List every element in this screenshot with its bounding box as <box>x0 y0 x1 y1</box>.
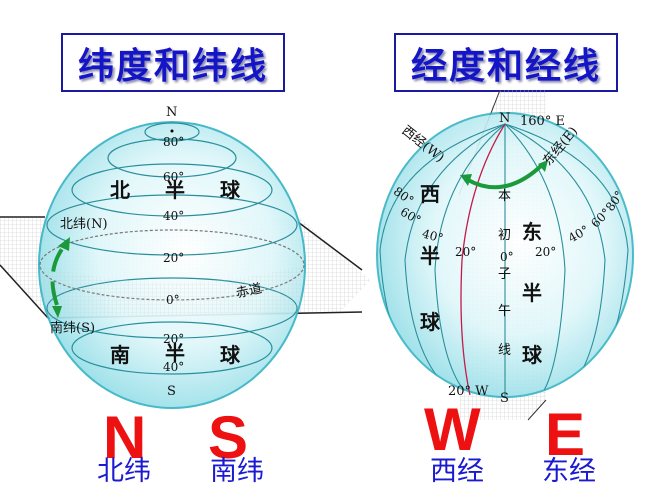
prime-degree-label: 0° <box>500 250 514 264</box>
southern-hemisphere-char-2: 半 <box>165 341 185 365</box>
lat-40-label: 40° <box>163 209 185 223</box>
legend-letter-w: W <box>424 396 481 463</box>
eastern-hemisphere-char-3: 球 <box>522 343 542 367</box>
legend-letter-n: N <box>103 404 147 471</box>
legend-letter-s: S <box>208 404 249 471</box>
prime-meridian-char-1: 本 <box>498 189 512 204</box>
lat-20s-label: 20° <box>163 332 185 346</box>
legend-letter-e: E <box>545 401 586 468</box>
lon-20e-label: 20° <box>535 245 557 259</box>
prime-meridian-char-3: 子 <box>498 267 512 282</box>
legend-label-north-latitude: 北纬 <box>97 456 151 487</box>
lat-80-label: 80° <box>163 135 185 149</box>
latitude-title: 纬度和纬线 <box>61 33 285 92</box>
legend-label-south-latitude: 南纬 <box>210 456 264 487</box>
meridian-160e-label: 160° E <box>520 114 565 129</box>
legend-label-east-longitude: 东经 <box>542 456 596 487</box>
southern-hemisphere-char-3: 球 <box>220 343 240 367</box>
eastern-hemisphere-char-1: 东 <box>522 220 542 244</box>
south-latitude-label: 南纬(S) <box>50 321 96 336</box>
prime-meridian-char-2: 初 <box>498 228 512 243</box>
northern-hemisphere-char-3: 球 <box>220 178 240 202</box>
meridian-20w-label: 20° W <box>448 384 489 399</box>
equator-degree-label: 0° <box>166 293 180 307</box>
prime-meridian-char-5: 线 <box>498 343 512 358</box>
north-pole-label: N <box>166 105 178 120</box>
eastern-hemisphere-char-2: 半 <box>522 281 542 305</box>
south-pole-label: S <box>167 384 176 399</box>
north-latitude-label: 北纬(N) <box>60 217 108 232</box>
western-hemisphere-char-2: 半 <box>420 244 440 268</box>
northern-hemisphere-char-2: 半 <box>165 178 185 202</box>
western-hemisphere-char-1: 西 <box>420 182 440 206</box>
lon-20w-label: 20° <box>455 245 477 259</box>
prime-meridian-char-4: 午 <box>498 304 512 319</box>
northern-hemisphere-char-1: 北 <box>110 178 130 202</box>
southern-hemisphere-char-1: 南 <box>110 343 130 367</box>
north-pole-label-right: N <box>499 111 511 126</box>
western-hemisphere-char-3: 球 <box>420 310 440 334</box>
latitude-globe <box>38 121 306 409</box>
lat-40s-label: 40° <box>163 360 185 374</box>
lat-20n-label: 20° <box>163 251 185 265</box>
longitude-globe <box>376 112 634 398</box>
legend-label-west-longitude: 西经 <box>430 456 484 487</box>
south-pole-label-right: S <box>500 391 509 406</box>
lat-60-label: 60° <box>163 170 185 184</box>
